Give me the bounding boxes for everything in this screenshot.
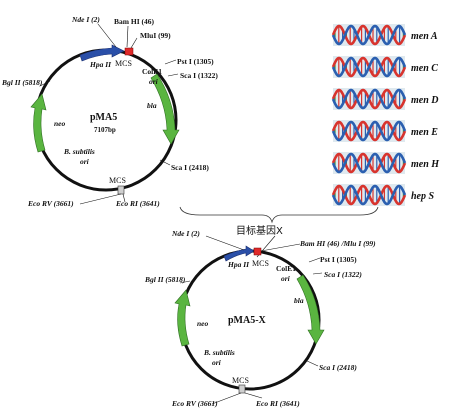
bgl-line-2 [179,280,191,284]
gene-name: men H [411,159,440,170]
gene-name: men A [411,31,438,42]
plasmid-pma5: Nde I (2) Bam HI (46) MluI (99) Hpa II M… [1,15,218,208]
sca2-line-1 [159,159,171,166]
ecori-label-1: Eco RI (3641) [115,199,160,208]
nde-line-1 [97,23,117,48]
cole1-label-2: ColE1 [276,264,296,273]
ori-label-1: ori [149,77,159,86]
gene-name: men C [411,63,438,74]
bam-mlu-label-2: Bam HI (46) /Mlu I (99) [299,239,376,248]
dna-strand [331,56,407,78]
mcs-top-label-1: MCS [115,59,132,68]
dna-strand [331,120,407,142]
gene-item: men D [331,88,439,110]
bsub-ori-label-1: ori [80,157,90,166]
sca2-label-1: Sca I (2418) [171,163,209,172]
mcs-box-top-2 [253,247,262,256]
pst-label-1: Pst I (1305) [177,57,214,66]
ecorv-label-2: Eco RV (3661) [171,399,218,408]
gene-name: men E [411,127,438,138]
ecorv-label-1: Eco RV (3661) [27,199,74,208]
ecori-line-1 [122,193,126,203]
target-gene-connector: 目标基因X [179,206,379,258]
gene-item: men H [331,152,440,174]
plasmid-pma5-x: Nde I (2) Bam HI (46) /Mlu I (99) Hpa II… [144,229,376,408]
mcs-bottom-label-2: MCS [232,376,249,385]
bla-arrow-2 [296,274,325,345]
bla-label-1: bla [147,101,157,110]
mcs-box-bottom-1 [117,185,125,195]
pst-line-2 [308,257,321,263]
ecorv-line-1 [79,193,122,205]
bgl-label-2: Bgl II (5818) [144,275,186,284]
neo-label-2: neo [197,319,209,328]
sca1-label-2: Sca I (1322) [324,270,362,279]
cole1-label-1: ColE1 [142,67,162,76]
bgl-line-1 [39,80,51,87]
mcs-box-bottom-2 [238,384,246,394]
pst-label-2: Pst I (1305) [320,255,357,264]
ecorv-line-2 [211,392,242,405]
dna-strand [331,24,407,46]
mlu-line-1 [130,37,138,49]
sca1-label-1: Sca I (1322) [180,71,218,80]
mcs-bottom-label-1: MCS [109,176,126,185]
hpa-label-2: Hpa II [227,260,250,269]
bsub-label-2: B. subtilis [203,348,235,357]
gene-item: men A [331,24,438,46]
bam-label-1: Bam HI (46) [114,17,155,26]
nde-label-2: Nde I (2) [171,229,200,238]
mcs-top-label-2: MCS [252,259,269,268]
hpa-ii-arrow-2 [223,245,255,262]
plasmid-name-2: pMA5-X [228,315,267,326]
sca2-line-2 [304,359,319,367]
mcs-box-top-1 [124,47,134,56]
sca1-line-1 [167,73,179,77]
bsub-ori-label-2: ori [212,358,222,367]
nde-label-1: Nde I (2) [71,15,100,24]
gene-name: men D [411,95,439,106]
ori-label-2: ori [281,274,291,283]
hpa-ii-arrow-1 [79,44,125,62]
bam-line-2 [260,243,301,252]
ecori-line-2 [244,392,263,399]
dna-strand [331,88,407,110]
bam-line-1 [126,25,129,48]
target-gene-label: 目标基因X [236,224,283,237]
gene-item: men C [331,56,438,78]
dna-strand [331,152,407,174]
gene-name: hep S [411,191,435,202]
bla-arrow-1 [150,73,180,145]
mlu-label-1: MluI (99) [140,31,171,40]
ecori-label-2: Eco RI (3641) [255,399,300,408]
brace [179,206,379,224]
sca1-line-2 [312,272,323,275]
neo-arrow-1 [30,93,47,153]
bla-label-2: bla [294,296,304,305]
nde-line-2 [205,235,245,251]
gene-item: hep S [331,184,435,206]
hpa-label-1: Hpa II [89,60,112,69]
neo-arrow-2 [174,289,191,347]
plasmid-size-1: 7107bp [94,126,116,134]
neo-label-1: neo [54,119,66,128]
plasmid-name-1: pMA5 [90,112,117,123]
bsub-label-1: B. subtilis [63,147,95,156]
sca2-label-2: Sca I (2418) [319,363,357,372]
gene-item: men E [331,120,438,142]
bgl-label-1: Bgl II (5818) [1,78,43,87]
dna-strand [331,184,407,206]
gene-list: men A men C men D men E men H hep S [331,24,440,206]
pst-line-1 [164,59,177,65]
